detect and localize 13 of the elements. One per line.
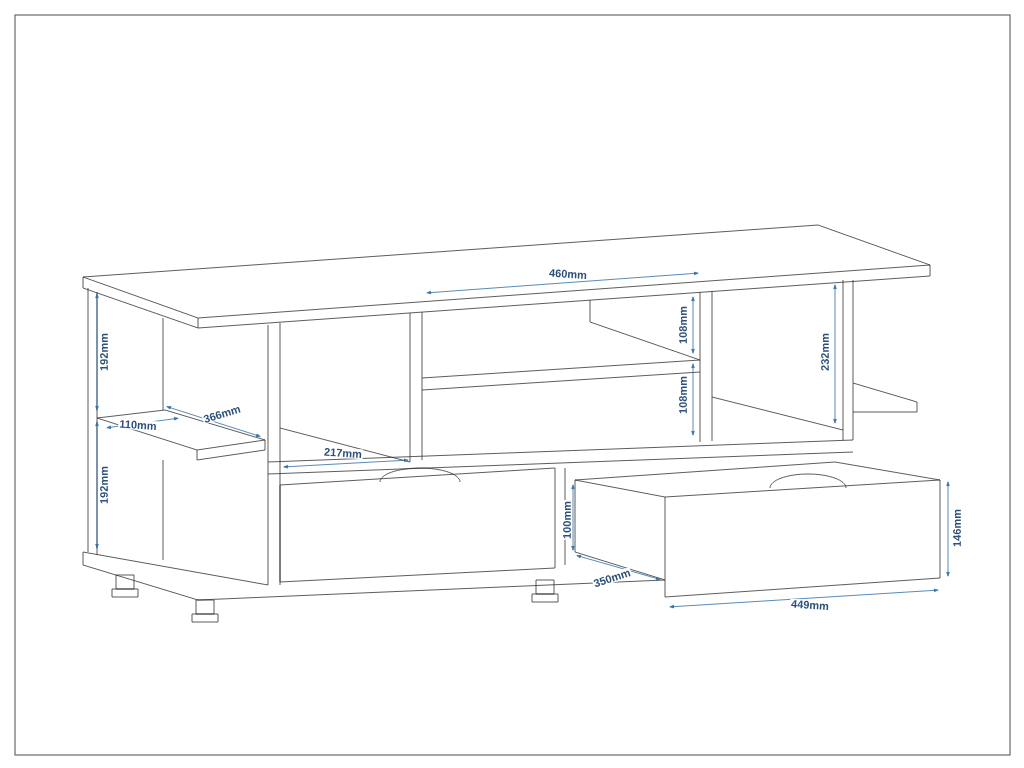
dimension-label: 460mm (547, 267, 589, 281)
dimension-label: 108mm (678, 305, 688, 345)
dimension-label: 192mm (99, 465, 109, 505)
dimension-label: 108mm (678, 375, 688, 415)
dimension-label: 110mm (118, 418, 158, 432)
dimension-label: 100mm (562, 500, 572, 540)
dimension-label: 232mm (820, 332, 830, 372)
dimension-label: 350mm (591, 567, 633, 589)
dimension-label: 146mm (952, 508, 962, 548)
dimension-label: 192mm (99, 332, 109, 372)
dimension-label: 366mm (201, 403, 243, 425)
dimension-label: 449mm (789, 598, 831, 612)
dimension-label: 217mm (322, 446, 364, 460)
